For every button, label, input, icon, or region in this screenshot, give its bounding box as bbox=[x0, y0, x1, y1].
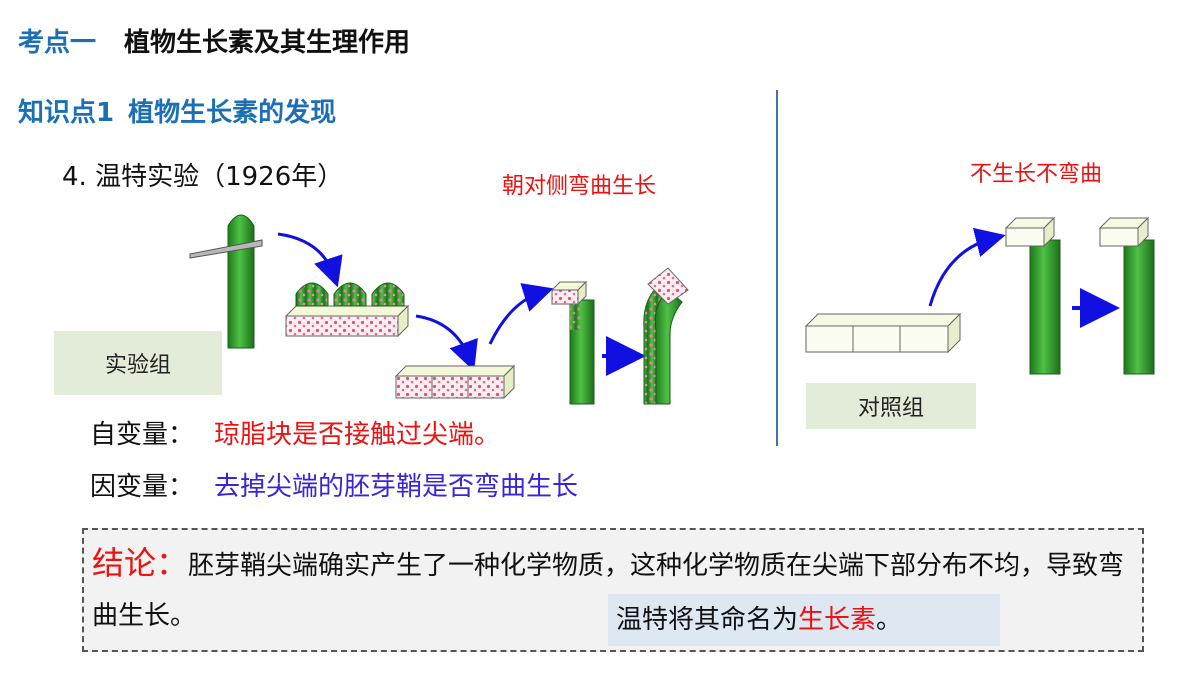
control-group-tag: 对照组 bbox=[806, 383, 976, 429]
naming-highlight: 生长素 bbox=[798, 605, 877, 635]
page-header: 考点一植物生长素及其生理作用 bbox=[18, 22, 410, 59]
dependent-variable-row: 因变量： 去掉尖端的胚芽鞘是否弯曲生长 bbox=[90, 466, 578, 503]
dependent-label: 因变量： bbox=[90, 472, 195, 502]
experimental-group-tag: 实验组 bbox=[54, 331, 222, 395]
decapitated-coleoptile-with-agar bbox=[550, 280, 595, 405]
conclusion-text: 结论：胚芽鞘尖端确实产生了一种化学物质，这种化学物质在尖端下部分布不均，导致弯曲… bbox=[92, 538, 1136, 641]
agar-cubes bbox=[394, 364, 516, 400]
conclusion-label: 结论： bbox=[92, 544, 189, 582]
agar-block-with-tips bbox=[284, 282, 410, 338]
control-coleoptile-1 bbox=[1004, 216, 1061, 375]
topic-title: 植物生长素及其生理作用 bbox=[124, 28, 411, 58]
conclusion-body: 胚芽鞘尖端确实产生了一种化学物质，这种化学物质在尖端下部分布不均，导致弯曲生长。 bbox=[92, 551, 1125, 631]
section-divider bbox=[776, 90, 778, 446]
independent-value: 琼脂块是否接触过尖端。 bbox=[214, 420, 501, 450]
dependent-value: 去掉尖端的胚芽鞘是否弯曲生长 bbox=[214, 472, 579, 502]
experiment-title: 4. 温特实验（1926年） bbox=[62, 162, 344, 192]
conclusion-box: 结论：胚芽鞘尖端确实产生了一种化学物质，这种化学物质在尖端下部分布不均，导致弯曲… bbox=[82, 528, 1144, 652]
knowledge-heading: 知识点1 植物生长素的发现 bbox=[18, 92, 336, 129]
independent-label: 自变量： bbox=[90, 420, 195, 450]
arrow-3 bbox=[488, 283, 554, 345]
caption-no-growth: 不生长不弯曲 bbox=[970, 162, 1103, 187]
naming-note: 温特将其命名为生长素。 bbox=[608, 594, 1000, 646]
arrow-2 bbox=[415, 314, 478, 372]
independent-variable-row: 自变量： 琼脂块是否接触过尖端。 bbox=[90, 414, 500, 451]
naming-suffix: 。 bbox=[876, 605, 903, 635]
arrow-1 bbox=[277, 232, 343, 288]
bent-coleoptile bbox=[643, 267, 689, 405]
arrow-5 bbox=[928, 227, 1006, 307]
naming-prefix: 温特将其命名为 bbox=[616, 605, 799, 635]
kaodian-label: 考点一 bbox=[18, 28, 97, 58]
control-coleoptile-2 bbox=[1098, 216, 1155, 375]
knowledge-label: 知识点1 bbox=[18, 98, 115, 128]
coleoptile-with-tip bbox=[189, 214, 263, 349]
control-agar-block bbox=[804, 312, 962, 354]
caption-bend-opposite: 朝对侧弯曲生长 bbox=[502, 174, 657, 199]
knowledge-title: 植物生长素的发现 bbox=[128, 98, 337, 128]
